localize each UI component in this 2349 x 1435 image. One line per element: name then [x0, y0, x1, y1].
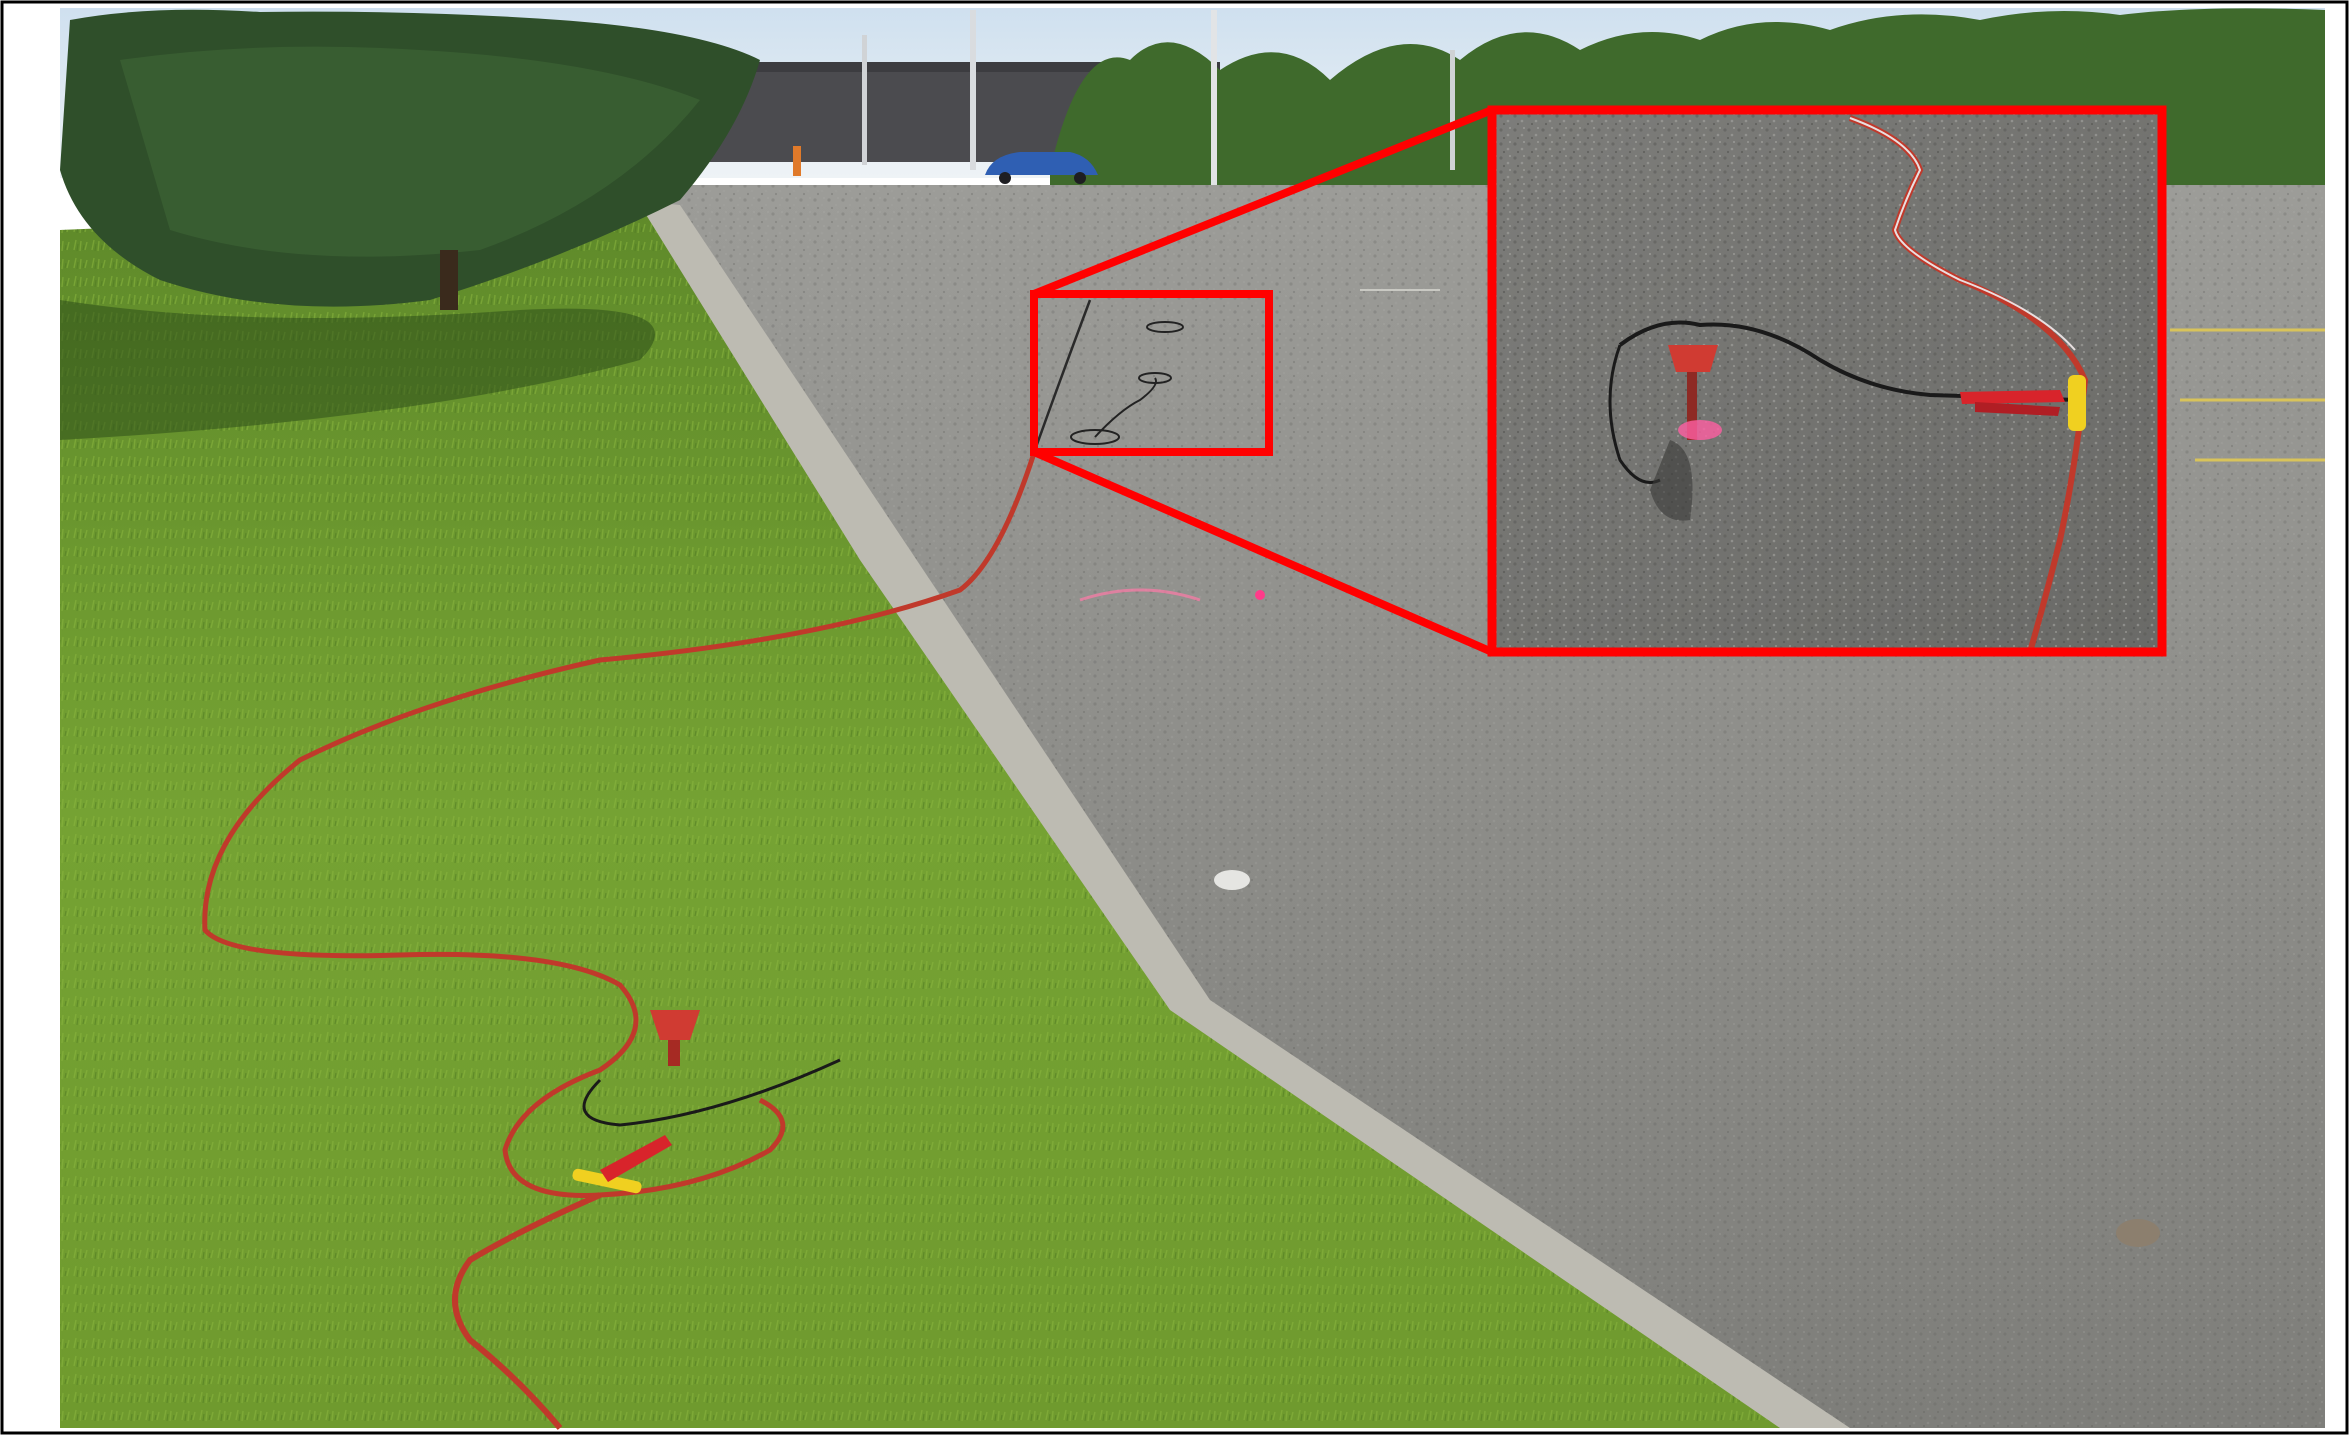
highlight-box [1030, 290, 1273, 456]
distant-electrodes [1070, 321, 1184, 445]
zoom-line-bottom [1032, 448, 1494, 656]
curb [630, 200, 1850, 1428]
evergreen-tree [60, 9, 760, 310]
red-clip [600, 1135, 672, 1182]
inset-electrode [1650, 345, 1722, 521]
grass-electrode [650, 1010, 700, 1066]
blue-car [985, 152, 1098, 184]
photo-scene [60, 8, 2325, 1430]
person [793, 146, 801, 176]
inset-yellow-connector [2068, 375, 2086, 431]
zoom-line-top [1032, 106, 1494, 298]
cable-run [202, 299, 1092, 1430]
zoom-inset [1487, 105, 2167, 657]
yellow-connector [572, 1168, 642, 1194]
